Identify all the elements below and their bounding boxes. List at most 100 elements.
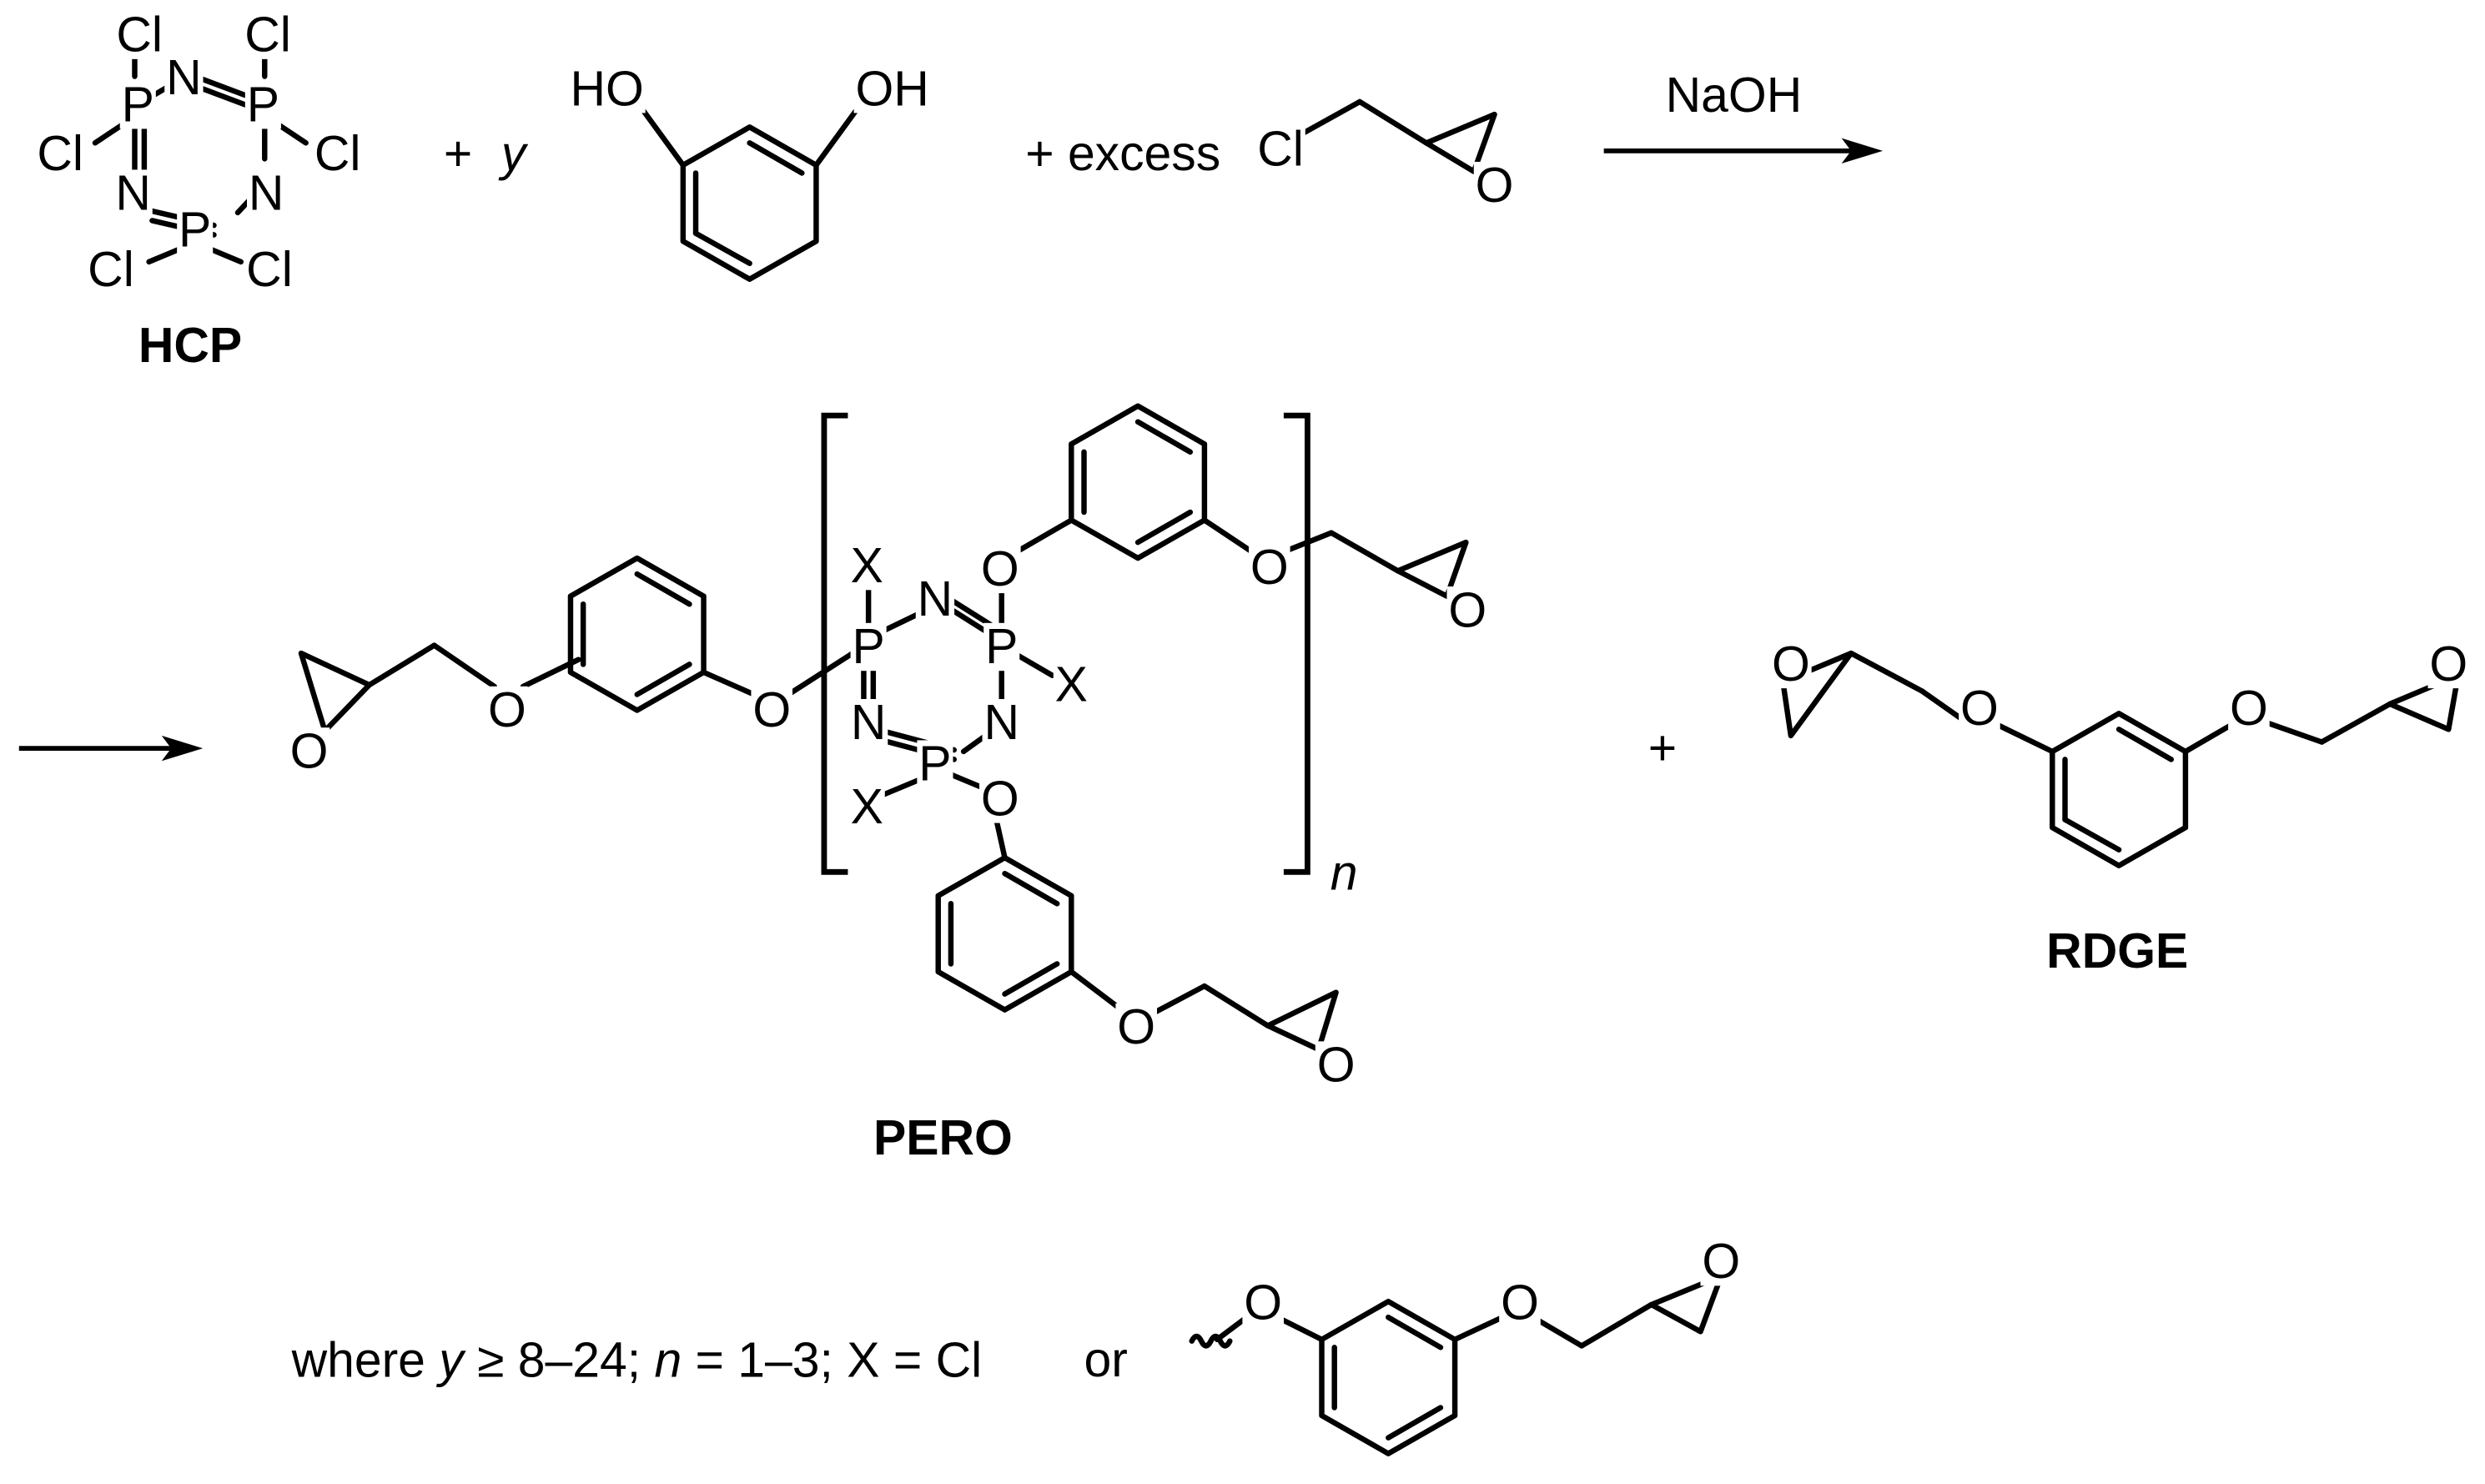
atom-o: O	[1250, 541, 1289, 595]
label-background	[1315, 1041, 1357, 1089]
footnote-n-range: = 1–3; X = Cl	[682, 1333, 982, 1387]
atom-n: N	[115, 167, 151, 221]
label-background	[751, 686, 793, 735]
atom-o: O	[1501, 1276, 1539, 1331]
label-background	[114, 11, 164, 59]
atom-n: N	[851, 696, 887, 750]
atom-oh: OH	[855, 62, 928, 116]
footnote-where: where	[291, 1333, 440, 1387]
atom-ho: HO	[570, 62, 643, 116]
label-background	[35, 129, 85, 179]
label-background	[164, 53, 204, 103]
atom-x: X	[851, 539, 883, 593]
plus-excess-text: + excess	[1025, 127, 1220, 181]
atom-o: O	[1702, 1235, 1740, 1289]
label-background	[86, 245, 136, 294]
atom-n: N	[249, 167, 284, 221]
repeat-unit-brackets	[821, 412, 1310, 875]
atom-x: X	[1055, 658, 1088, 712]
label-background	[1053, 661, 1089, 709]
label-background	[1770, 640, 1812, 689]
pero-structure	[298, 403, 1469, 1053]
label-background	[247, 169, 286, 218]
label-background	[982, 699, 1021, 747]
atom-o: O	[1244, 1276, 1282, 1331]
label-background	[288, 727, 330, 776]
atom-o: O	[981, 542, 1019, 596]
atom-o: O	[1960, 682, 1999, 736]
label-background	[177, 206, 214, 254]
label-background	[244, 81, 281, 129]
atom-cl: Cl	[37, 127, 83, 181]
label-background	[1248, 543, 1290, 592]
atom-o: O	[290, 724, 329, 778]
footnote-or: or	[1084, 1333, 1128, 1387]
atom-cl: Cl	[1257, 122, 1304, 176]
label-background	[1499, 1279, 1541, 1327]
scheme-text: + y + excess NaOH + n HCP PERO RDGE wher…	[138, 68, 2188, 1387]
label-background	[2427, 640, 2470, 689]
plus-sign: +	[444, 127, 472, 181]
label-background	[113, 169, 153, 218]
label-background	[915, 575, 955, 624]
atom-o: O	[1448, 583, 1486, 637]
atom-o: O	[1772, 637, 1810, 692]
coefficient-y: y	[498, 127, 529, 181]
atom-cl: Cl	[314, 127, 361, 181]
label-background	[850, 622, 887, 672]
atom-o: O	[2429, 637, 2467, 692]
label-background	[848, 699, 888, 747]
footnote-y-range: ≥ 8–24;	[464, 1333, 655, 1387]
atom-p: P	[985, 620, 1018, 674]
label-background	[1959, 684, 2000, 733]
pero-label: PERO	[873, 1111, 1013, 1165]
atom-cl: Cl	[88, 243, 134, 297]
label-background	[244, 245, 294, 294]
atom-o: O	[488, 683, 526, 737]
atom-o: O	[981, 772, 1019, 826]
atom-labels: Cl Cl P N P Cl Cl N N P Cl Cl HO OH Cl O…	[37, 8, 2467, 1331]
atom-p: P	[918, 737, 951, 792]
label-background	[1473, 161, 1516, 210]
label-background	[243, 11, 293, 59]
label-background	[568, 65, 646, 113]
plus-sign: +	[1648, 722, 1677, 776]
label-background	[1700, 1237, 1743, 1286]
repeat-subscript-n: n	[1331, 847, 1358, 901]
x-substituent-structure	[1189, 1273, 1724, 1456]
label-background	[917, 740, 953, 788]
label-background	[848, 541, 885, 591]
footnote-y: y	[435, 1333, 466, 1387]
footnote-text: where y ≥ 8–24; n = 1–3; X = Cl	[291, 1333, 983, 1387]
label-background	[1115, 1003, 1158, 1052]
atom-p: P	[122, 78, 154, 132]
reaction-arrow	[1603, 138, 1884, 164]
epichlorohydrin-structure	[1300, 98, 1497, 174]
atom-n: N	[918, 572, 953, 626]
label-background	[2228, 684, 2270, 733]
atom-x: X	[851, 780, 883, 834]
hcp-label: HCP	[138, 319, 242, 373]
rdge-label: RDGE	[2046, 924, 2188, 978]
label-background	[983, 622, 1020, 672]
label-background	[979, 775, 1021, 823]
resorcinol-structure	[637, 103, 862, 282]
atom-cl: Cl	[246, 243, 293, 297]
label-background	[312, 129, 363, 179]
atom-p: P	[852, 620, 884, 674]
atom-o: O	[1117, 1000, 1155, 1054]
footnote-n: n	[654, 1333, 682, 1387]
atom-o: O	[752, 683, 791, 737]
atom-p: P	[179, 203, 211, 257]
label-background	[848, 782, 885, 832]
label-background	[119, 81, 156, 129]
atom-label-backgrounds	[35, 11, 2470, 1327]
label-background	[853, 65, 931, 113]
atom-o: O	[2230, 682, 2268, 736]
label-background	[1242, 1279, 1284, 1327]
atom-o: O	[1476, 158, 1514, 213]
label-background	[1255, 125, 1305, 174]
reagent-label: NaOH	[1666, 68, 1803, 123]
label-background	[1446, 586, 1489, 635]
